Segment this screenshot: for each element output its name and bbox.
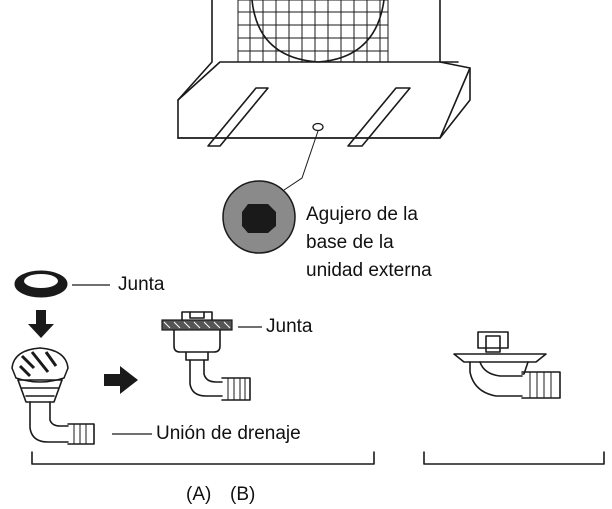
outdoor-unit-base <box>177 0 471 191</box>
down-arrow-icon <box>28 310 54 338</box>
gasket-label-a: Junta <box>118 274 165 295</box>
drain-joint-label: Unión de drenaje <box>156 423 301 444</box>
fan-grille <box>237 0 389 63</box>
gasket-ring <box>14 270 68 298</box>
base-drain-hole <box>312 122 324 132</box>
drain-joint-alternative <box>453 331 561 399</box>
option-b-label: (B) <box>230 484 256 505</box>
hole-label-line-3: unidad externa <box>306 260 432 281</box>
hole-label-line-2: base de la <box>306 232 394 253</box>
right-arrow-icon <box>104 366 138 394</box>
drain-joint-part <box>11 347 95 445</box>
bracket-b <box>423 451 605 465</box>
drain-joint-with-gasket <box>161 311 251 401</box>
gasket-label-b: Junta <box>266 316 313 337</box>
bracket-a <box>31 451 375 465</box>
hole-zoom-circle <box>222 180 296 254</box>
option-a-label: (A) <box>186 484 212 505</box>
hole-label-line-1: Agujero de la <box>306 204 418 225</box>
